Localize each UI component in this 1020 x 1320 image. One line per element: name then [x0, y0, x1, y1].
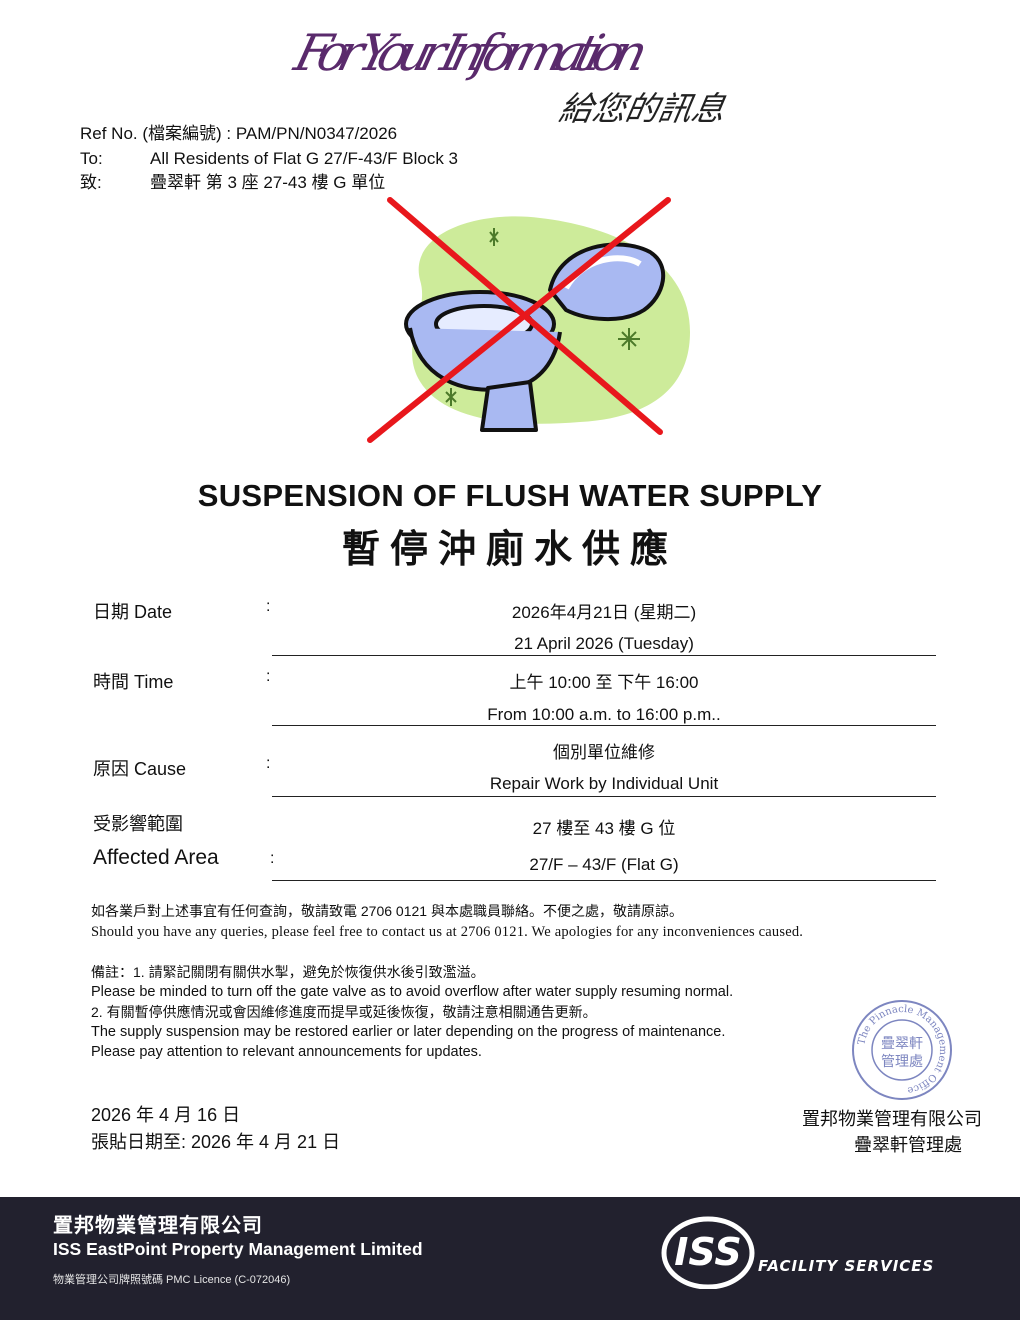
- fyi-script-text: For Your Information: [288, 24, 653, 82]
- to-cn-label: 致:: [80, 173, 102, 192]
- area-colon: :: [270, 850, 275, 867]
- time-rule: [272, 725, 936, 726]
- signature-company: 置邦物業管理有限公司: [802, 1109, 982, 1129]
- issue-date: 2026 年 4 月 16 日: [91, 1105, 241, 1125]
- footer-company-cn: 置邦物業管理有限公司: [53, 1215, 263, 1237]
- stamp-center-1: 疊翠軒: [881, 1035, 923, 1051]
- footer-licence: 物業管理公司牌照號碼 PMC Licence (C-072046): [53, 1274, 291, 1286]
- time-colon: :: [266, 668, 271, 685]
- footer: 置邦物業管理有限公司 ISS EastPoint Property Manage…: [0, 1197, 1020, 1320]
- area-label-en: Affected Area: [93, 846, 219, 869]
- sparkle-icon: [445, 228, 640, 406]
- cross-icon: [367, 197, 671, 443]
- post-until-date: 張貼日期至: 2026 年 4 月 21 日: [91, 1132, 341, 1152]
- fyi-script-cn-text: 給您的訊息: [556, 89, 728, 128]
- iss-logo-text: ISS: [674, 1230, 742, 1274]
- ref-number: Ref No. (檔案編號) : PAM/PN/N0347/2026: [80, 124, 398, 143]
- fyi-banner-cn: 給您的訊息: [556, 89, 728, 128]
- date-label: 日期 Date: [93, 602, 173, 622]
- cause-value-cn: 個別單位維修: [553, 743, 655, 762]
- no-flush-illustration: [367, 197, 690, 443]
- area-label-cn: 受影響範圍: [93, 814, 183, 834]
- notice-title-en: SUSPENSION OF FLUSH WATER SUPPLY: [197, 478, 823, 513]
- cause-rule: [272, 796, 936, 797]
- remark-2-en-2: Please pay attention to relevant announc…: [91, 1044, 482, 1060]
- date-rule: [272, 655, 936, 656]
- stamp-center-2: 管理處: [881, 1053, 923, 1069]
- time-label: 時間 Time: [93, 672, 174, 692]
- footer-company-en: ISS EastPoint Property Management Limite…: [53, 1239, 423, 1259]
- cause-label: 原因 Cause: [93, 759, 187, 779]
- time-value-cn: 上午 10:00 至 下午 16:00: [509, 673, 699, 692]
- remark-2-en-1: The supply suspension may be restored ea…: [91, 1024, 726, 1040]
- to-cn-value: 疊翠軒 第 3 座 27-43 樓 G 單位: [150, 173, 386, 192]
- area-value-cn: 27 樓至 43 樓 G 位: [532, 819, 676, 838]
- to-label: To:: [80, 149, 103, 168]
- fyi-banner: For Your Information: [288, 24, 653, 82]
- iss-logo: ISS FACILITY SERVICES: [661, 1216, 934, 1289]
- cause-colon: :: [266, 755, 271, 772]
- enquiry-en: Should you have any queries, please feel…: [91, 924, 804, 940]
- date-value-cn: 2026年4月21日 (星期二): [511, 603, 697, 622]
- notice-title-cn: 暫停沖廁水供應: [341, 527, 678, 571]
- area-rule: [272, 880, 936, 881]
- signature-office: 疊翠軒管理處: [854, 1135, 962, 1155]
- to-value: All Residents of Flat G 27/F-43/F Block …: [150, 149, 459, 168]
- area-value-en: 27/F – 43/F (Flat G): [529, 855, 679, 874]
- date-colon: :: [266, 598, 271, 615]
- remark-2-cn: 2. 有關暫停供應情況或會因維修進度而提早或延後恢復，敬請注意相關通告更新。: [91, 1004, 597, 1020]
- time-value-en: From 10:00 a.m. to 16:00 p.m..: [487, 705, 721, 724]
- remark-1-en: Please be minded to turn off the gate va…: [91, 984, 734, 1000]
- cause-value-en: Repair Work by Individual Unit: [489, 774, 719, 793]
- remark-1-cn: 備註：1. 請緊記關閉有關供水掣，避免於恢復供水後引致濫溢。: [91, 964, 485, 980]
- enquiry-cn: 如各業戶對上述事宜有任何查詢，敬請致電 2706 0121 與本處職員聯絡。不便…: [91, 903, 683, 919]
- iss-tagline: FACILITY SERVICES: [758, 1257, 934, 1275]
- management-office-stamp: The Pinnacle Management Office 疊翠軒 管理處: [852, 1000, 952, 1100]
- date-value-en: 21 April 2026 (Tuesday): [514, 634, 694, 653]
